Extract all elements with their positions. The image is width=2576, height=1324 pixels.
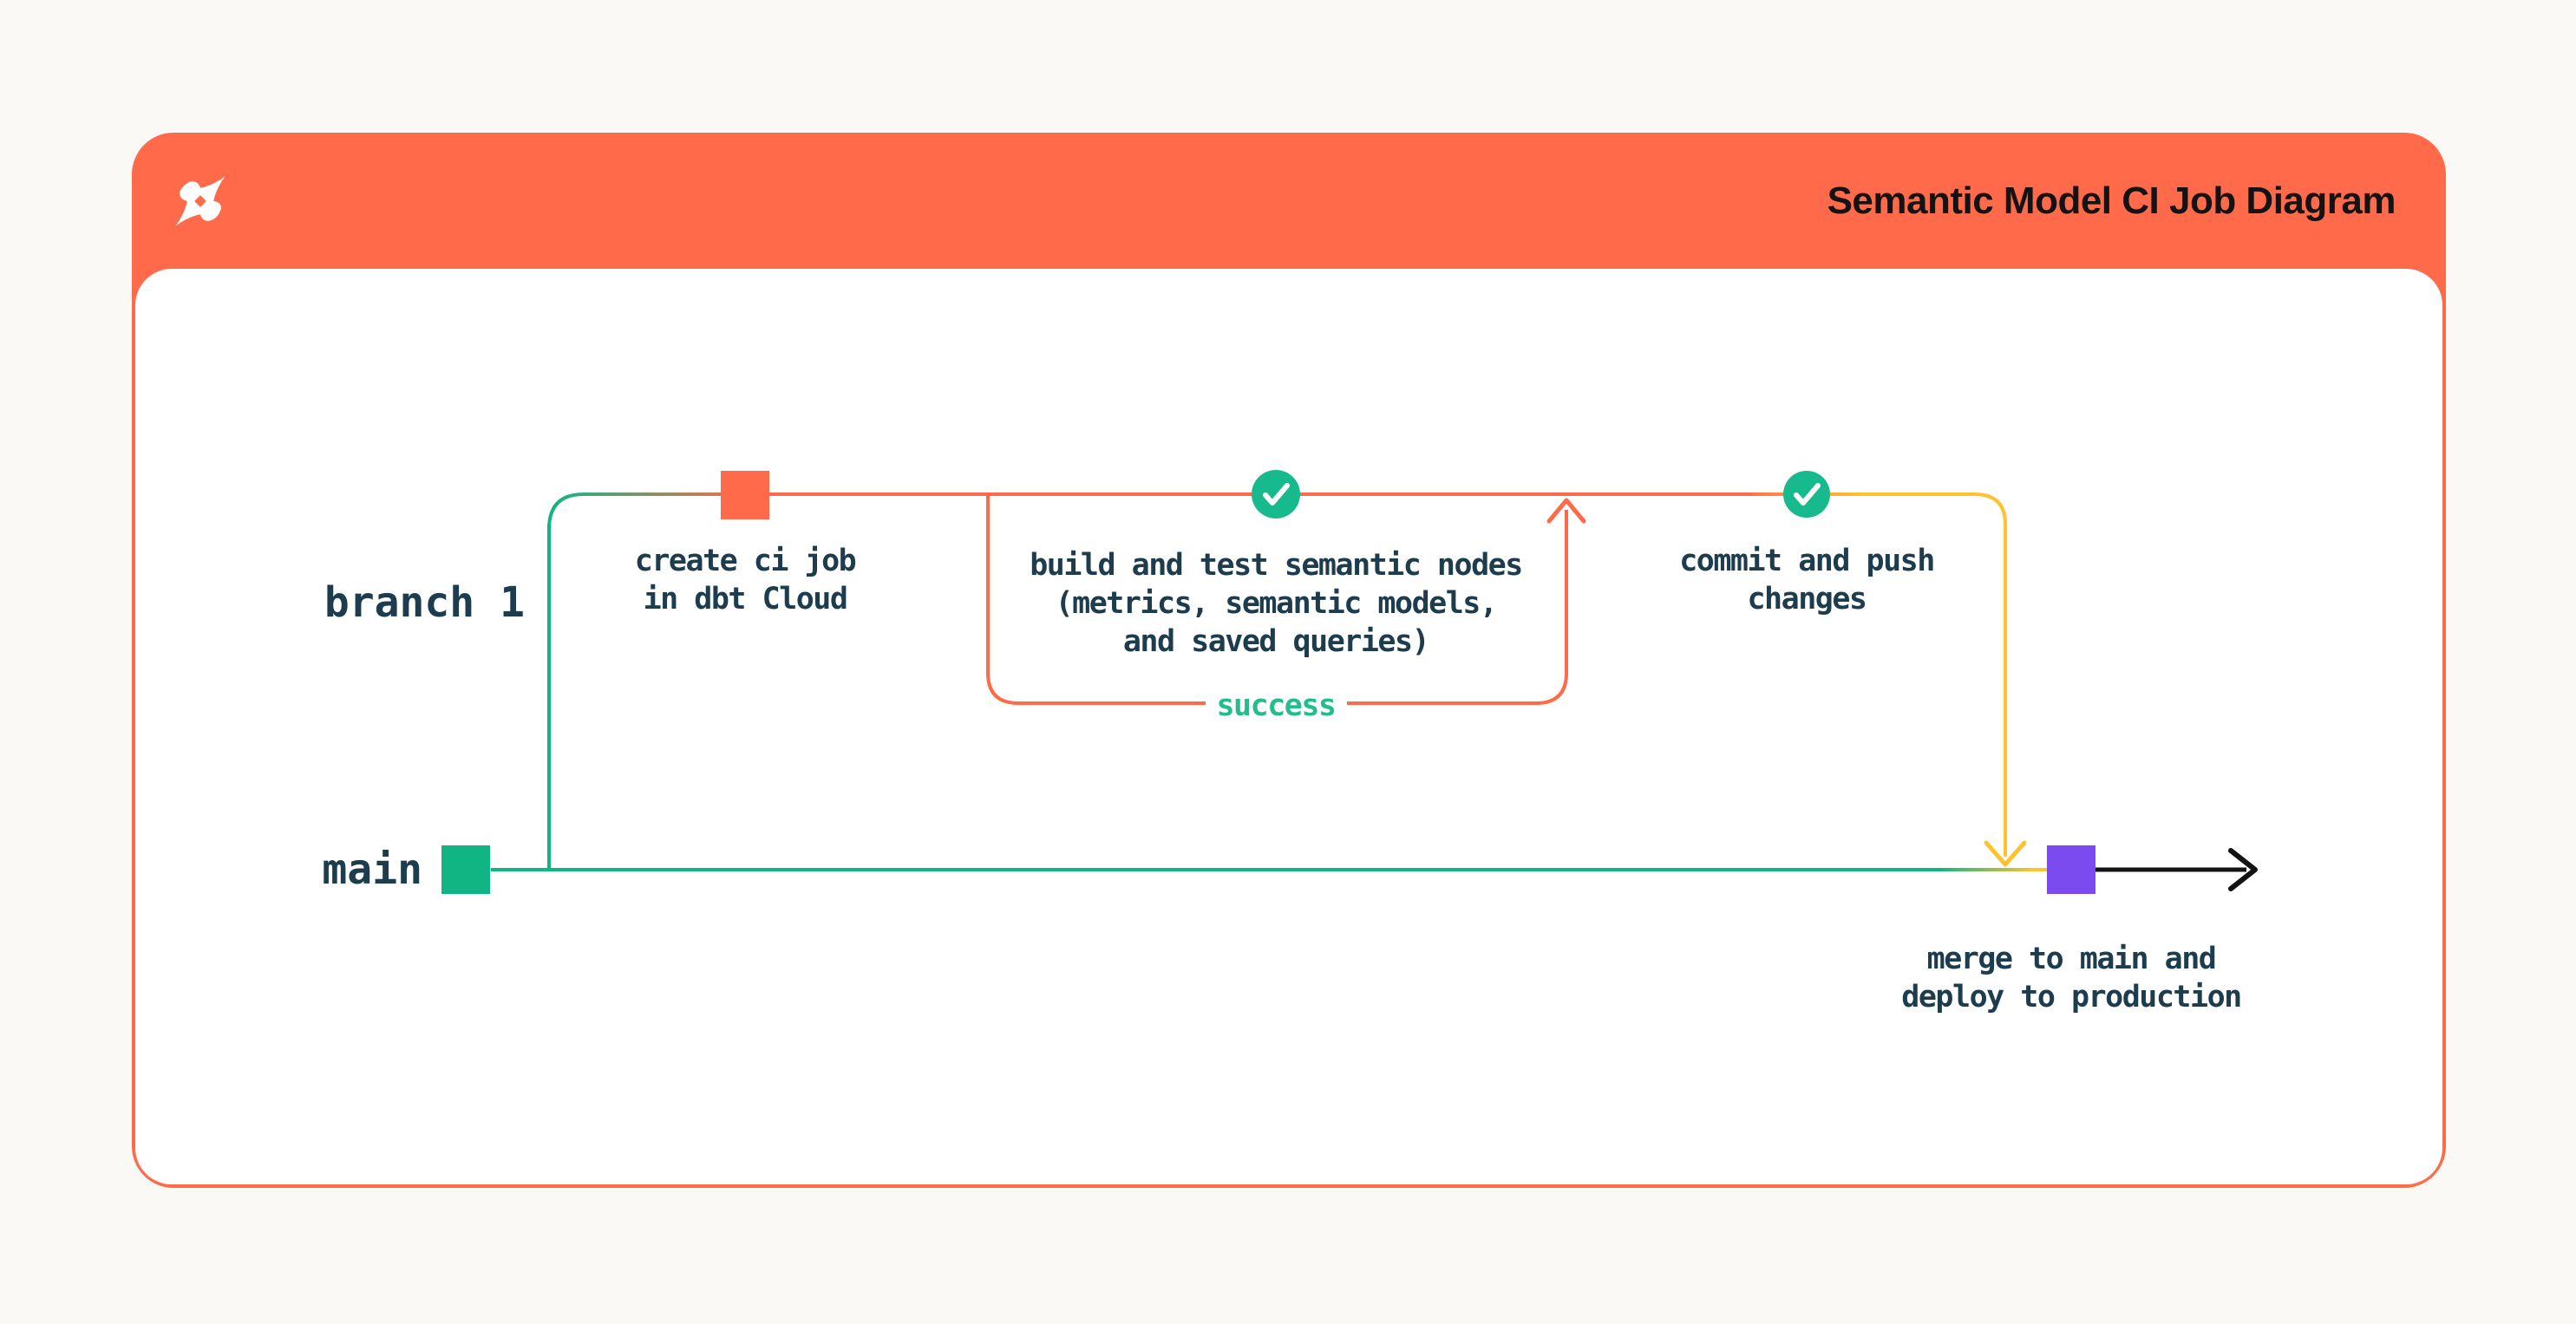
check-circle-commit-icon: [1783, 471, 1830, 518]
merge-down-arrowhead-icon: [1984, 840, 2027, 867]
check-circle-build-icon: [1252, 470, 1300, 519]
main-label: main: [322, 845, 422, 894]
svg-text:in dbt Cloud: in dbt Cloud: [644, 582, 847, 616]
success-loop: success: [986, 494, 1586, 723]
svg-text:(metrics, semantic models,: (metrics, semantic models,: [1056, 586, 1497, 621]
page-title: Semantic Model CI Job Diagram: [1827, 179, 2396, 222]
step-commit-push-label: commit and push changes: [1679, 544, 1935, 616]
step-build-test-label: build and test semantic nodes (metrics, …: [1030, 548, 1523, 659]
branch1-label: branch 1: [324, 578, 525, 627]
svg-text:merge to main and: merge to main and: [1927, 942, 2216, 976]
svg-text:commit and push: commit and push: [1679, 544, 1934, 578]
svg-text:and saved queries): and saved queries): [1123, 624, 1429, 659]
diagram-panel: [135, 269, 2442, 1184]
commit-marker-main: [441, 845, 490, 894]
svg-text:changes: changes: [1747, 582, 1866, 616]
loop-up-arrowhead-icon: [1546, 498, 1586, 524]
svg-text:deploy to production: deploy to production: [1901, 980, 2240, 1014]
success-label: success: [1216, 688, 1335, 723]
deploy-arrow: [2095, 848, 2258, 891]
step-create-ci-job-label: create ci job in dbt Cloud: [635, 544, 857, 616]
commit-marker-create-ci: [721, 471, 769, 519]
deploy-arrowhead-icon: [2228, 848, 2258, 891]
header-bar: Semantic Model CI Job Diagram: [132, 133, 2446, 269]
dbt-logo-icon: [175, 175, 226, 226]
commit-marker-merge: [2047, 845, 2095, 894]
svg-text:build and test semantic nodes: build and test semantic nodes: [1030, 548, 1522, 583]
svg-text:create ci job: create ci job: [635, 544, 856, 578]
diagram-card: Semantic Model CI Job Diagram: [132, 133, 2446, 1188]
step-merge-deploy-label: merge to main and deploy to production: [1901, 942, 2242, 1014]
